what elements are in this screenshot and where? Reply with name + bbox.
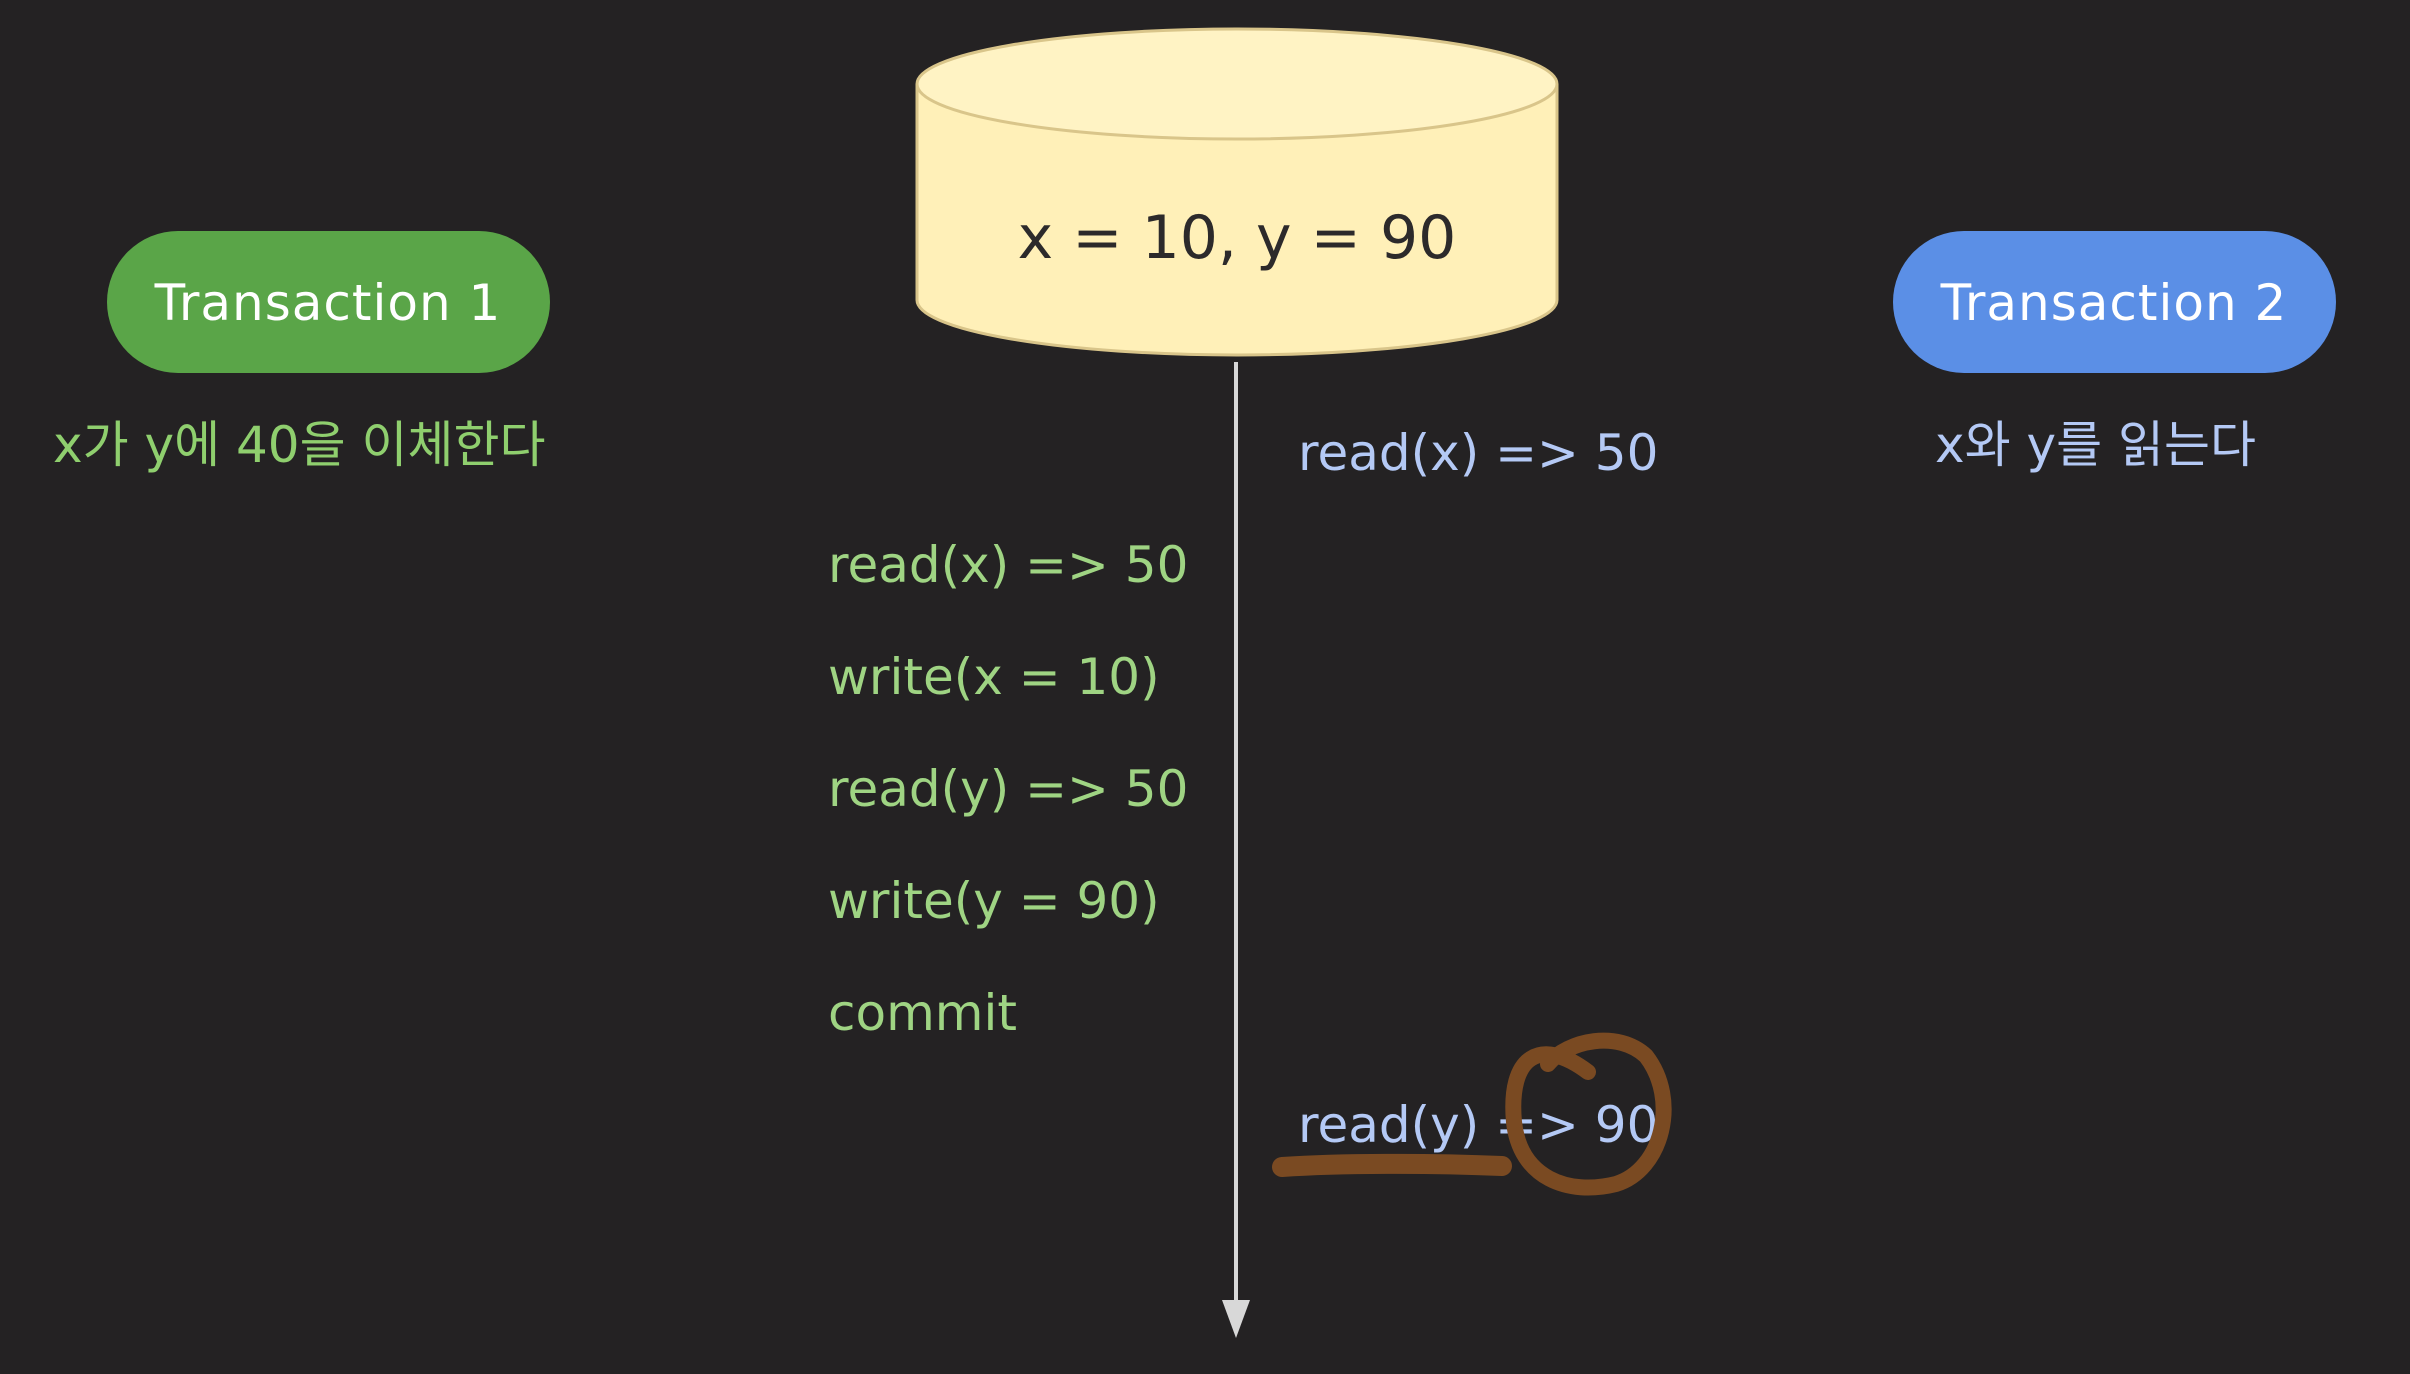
- database-label: x = 10, y = 90: [1018, 203, 1457, 273]
- timeline-arrow: [1222, 362, 1250, 1338]
- database-body: [915, 84, 1559, 357]
- t1-op-read-y: read(y) => 50: [828, 760, 1188, 818]
- database-top: [915, 27, 1559, 141]
- transaction-2-title: Transaction 2: [1940, 274, 2288, 332]
- t2-op-read-x: read(x) => 50: [1298, 424, 1658, 482]
- transaction-2-pill-bg: [1893, 231, 2336, 373]
- timeline-arrowhead: [1222, 1300, 1250, 1338]
- transaction-1-title: Transaction 1: [154, 274, 502, 332]
- transaction-2-caption: x와 y를 읽는다: [1935, 416, 2256, 474]
- transaction-2-pill: Transaction 2: [1893, 231, 2336, 373]
- t1-op-write-x: write(x = 10): [828, 648, 1160, 706]
- transaction-2-operations: read(x) => 50 read(y) => 90: [1298, 424, 1658, 1154]
- annotation-underline: [1272, 1153, 1512, 1177]
- transaction-1-pill-bg: [107, 231, 550, 373]
- transaction-1-operations: read(x) => 50 write(x = 10) read(y) => 5…: [828, 536, 1188, 1042]
- handdrawn-annotation: [1272, 1032, 1672, 1196]
- t1-op-commit: commit: [828, 984, 1017, 1042]
- transaction-1-pill: Transaction 1: [107, 231, 550, 373]
- t2-op-read-y: read(y) => 90: [1298, 1096, 1658, 1154]
- t1-op-read-x: read(x) => 50: [828, 536, 1188, 594]
- t1-op-write-y: write(y = 90): [828, 872, 1160, 930]
- transaction-1-caption: x가 y에 40을 이체한다: [53, 416, 545, 474]
- annotation-circle: [1505, 1032, 1672, 1196]
- database-cylinder: x = 10, y = 90: [915, 27, 1559, 357]
